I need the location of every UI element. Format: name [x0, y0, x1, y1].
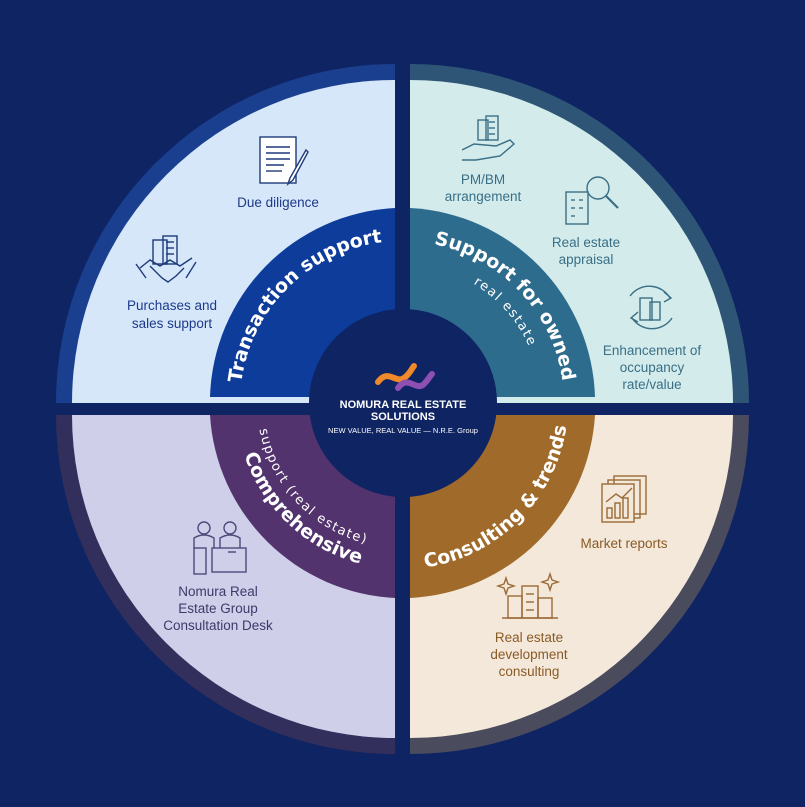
brand-tagline: NEW VALUE, REAL VALUE — N.R.E. Group: [328, 426, 478, 435]
item-enhancement-line-1: Enhancement of: [603, 343, 702, 358]
item-enhancement-line-3: rate/value: [622, 377, 681, 392]
consultation-desk-icon: [193, 521, 247, 575]
item-purchases-line-2: sales support: [132, 316, 213, 331]
sparkle-buildings-icon: [495, 571, 561, 619]
item-pmbm-line-1: PM/BM: [461, 172, 505, 187]
item-development-line-3: consulting: [499, 664, 560, 679]
handshake-building-icon: [135, 235, 197, 283]
building-cycle-icon: [629, 285, 673, 330]
hand-building-icon: [461, 115, 516, 161]
item-purchases-line-1: Purchases and: [127, 298, 217, 313]
item-pmbm-line-2: arrangement: [445, 189, 522, 204]
item-appraisal-line-2: appraisal: [559, 252, 614, 267]
brand-line-2: SOLUTIONS: [371, 411, 435, 423]
item-development-line-1: Real estate: [495, 630, 563, 645]
item-enhancement-line-2: occupancy: [620, 360, 685, 375]
nomura-logo-icon: [375, 363, 435, 391]
item-appraisal-line-1: Real estate: [552, 235, 620, 250]
item-desk-line-3: Consultation Desk: [163, 618, 273, 633]
item-development-line-2: development: [490, 647, 568, 662]
item-due-diligence: Due diligence: [237, 195, 319, 210]
document-pen-icon: [259, 136, 309, 187]
brand-line-1: NOMURA REAL ESTATE: [340, 399, 467, 411]
item-desk-line-2: Estate Group: [178, 601, 258, 616]
item-market-reports: Market reports: [580, 536, 667, 551]
chart-report-icon: [601, 475, 647, 523]
center-circle: [309, 309, 497, 497]
building-magnifier-icon: [565, 176, 619, 225]
item-desk-line-1: Nomura Real: [178, 584, 258, 599]
